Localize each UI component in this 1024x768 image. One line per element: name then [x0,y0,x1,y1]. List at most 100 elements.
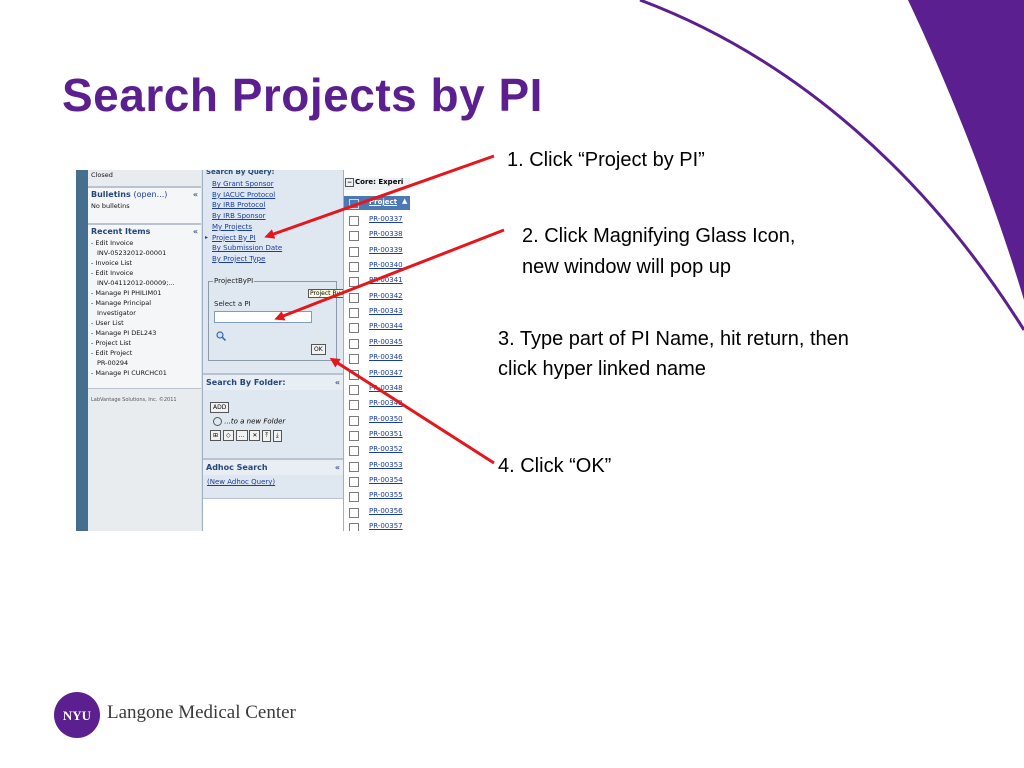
project-link[interactable]: PR-00349 [369,399,403,408]
search-by-folder-section: Search By Folder: « ADD ...to a new Fold… [203,373,343,442]
adhoc-header: Adhoc Search « [203,458,343,475]
recent-item[interactable]: - Manage Principal [91,299,151,307]
recent-item[interactable]: - Manage PI CURCHC01 [91,369,167,377]
project-link[interactable]: PR-00348 [369,383,403,392]
project-link[interactable]: PR-00351 [369,429,403,438]
row-checkbox[interactable] [349,400,359,411]
step-2-text-line2: new window will pop up [522,256,732,278]
recent-item[interactable]: PR-00294 [97,359,129,367]
link-my-projects[interactable]: My Projects [212,222,253,231]
add-folder-button[interactable]: ADD [210,402,230,413]
recent-item[interactable]: - Manage PI DEL243 [91,329,157,337]
row-checkbox[interactable] [349,507,359,518]
empty-panel-area [203,498,343,531]
link-by-irb-sponsor[interactable]: By IRB Sponsor [212,212,266,221]
more-icon[interactable]: … [235,430,248,441]
project-link[interactable]: PR-00339 [369,245,403,254]
move-bottom-icon[interactable]: ⤓ [272,430,282,442]
table-row: PR-00340 [344,259,410,274]
project-column-header[interactable]: Project [369,198,398,206]
collapse-icon[interactable]: « [334,463,340,472]
row-checkbox[interactable] [349,384,359,395]
group-label: ProjectByPI [213,277,255,285]
row-checkbox[interactable] [349,262,359,273]
new-folder-radio[interactable] [213,417,222,426]
bulletins-open-link[interactable]: (open...) [133,190,168,199]
project-link[interactable]: PR-00352 [369,445,403,454]
row-checkbox[interactable] [349,292,359,303]
project-link[interactable]: PR-00357 [369,522,403,530]
row-checkbox[interactable] [349,323,359,334]
project-link[interactable]: PR-00341 [369,276,403,285]
link-by-grant-sponsor[interactable]: By Grant Sponsor [212,180,274,188]
move-icon[interactable]: ◇ [222,430,234,441]
move-top-icon[interactable]: ⤒ [262,430,272,442]
row-checkbox[interactable] [349,476,359,487]
arrow-step-1 [264,154,495,239]
project-link[interactable]: PR-00342 [369,291,403,300]
row-checkbox[interactable] [349,338,359,349]
bulletins-header: Bulletins (open...) « [88,188,201,201]
link-project-by-pi[interactable]: ▸ Project By PI [203,233,343,244]
step-3-text-line2: click hyper linked name [498,358,706,380]
row-checkbox[interactable] [349,461,359,472]
row-checkbox[interactable] [349,216,359,226]
project-link[interactable]: PR-00345 [369,337,403,346]
recent-item[interactable]: Investigator [97,309,136,317]
recent-item[interactable]: INV-04112012-00009;... [97,279,175,287]
selected-arrow-icon: ▸ [205,233,209,241]
status-text: Closed [91,171,113,179]
recent-item[interactable]: - User List [91,319,124,327]
project-link[interactable]: PR-00353 [369,460,403,469]
recent-item[interactable]: - Edit Invoice [91,269,134,277]
project-link[interactable]: PR-00347 [369,368,403,377]
link-by-submission-date[interactable]: By Submission Date [212,244,283,253]
project-link[interactable]: PR-00350 [369,414,403,423]
row-checkbox[interactable] [349,246,359,257]
delete-icon[interactable]: ✕ [249,430,261,441]
project-link[interactable]: PR-00346 [369,353,403,362]
link-by-project-type[interactable]: By Project Type [212,254,266,263]
row-checkbox[interactable] [349,446,359,457]
project-link[interactable]: PR-00337 [369,215,403,223]
recent-item[interactable]: - Manage PI PHILIM01 [91,289,162,297]
table-row: PR-00348 [344,382,410,397]
row-checkbox[interactable] [349,415,359,426]
recent-item[interactable]: - Edit Invoice [91,239,134,247]
project-link[interactable]: PR-00340 [369,261,403,270]
link-by-irb-protocol[interactable]: By IRB Protocol [212,201,266,210]
magnifying-glass-icon[interactable] [216,326,227,345]
row-checkbox[interactable] [349,231,359,242]
recent-item[interactable]: - Invoice List [91,259,133,267]
new-adhoc-query-link[interactable]: (New Adhoc Query) [207,478,276,486]
row-checkbox[interactable] [349,354,359,365]
collapse-icon[interactable]: « [334,378,340,387]
row-checkbox[interactable] [349,523,359,531]
table-row: PR-00346 [344,351,410,366]
project-link[interactable]: PR-00355 [369,491,403,500]
row-checkbox[interactable] [349,308,359,319]
project-link[interactable]: PR-00344 [369,322,403,331]
table-row: PR-00338 [344,228,410,243]
link-by-iacuc-protocol[interactable]: By IACUC Protocol [212,190,276,199]
sort-asc-icon: ▲ [402,197,408,205]
minus-icon[interactable]: − [345,178,354,187]
list-header-label: Core: Experi [355,178,404,186]
ok-button[interactable]: OK [311,344,326,355]
row-checkbox[interactable] [349,492,359,503]
recent-item[interactable]: INV-05232012-00001 [97,249,167,257]
adhoc-search-section: Adhoc Search « (New Adhoc Query) [203,458,343,496]
recent-item[interactable]: - Project List [91,339,132,347]
recent-item[interactable]: - Edit Project [91,349,133,357]
project-link[interactable]: PR-00356 [369,506,403,515]
query-header: Search By Query: [206,170,275,176]
row-checkbox[interactable] [349,430,359,441]
collapse-icon[interactable]: « [192,190,198,199]
project-link[interactable]: PR-00354 [369,475,403,484]
step-3-text: 3. Type part of PI Name, hit return, the… [498,328,849,350]
project-link[interactable]: PR-00343 [369,307,403,316]
recent-items-title: Recent Items [91,227,151,236]
project-link[interactable]: PR-00338 [369,230,403,239]
expand-icon[interactable]: ⊞ [210,430,222,441]
collapse-icon[interactable]: « [192,227,198,236]
